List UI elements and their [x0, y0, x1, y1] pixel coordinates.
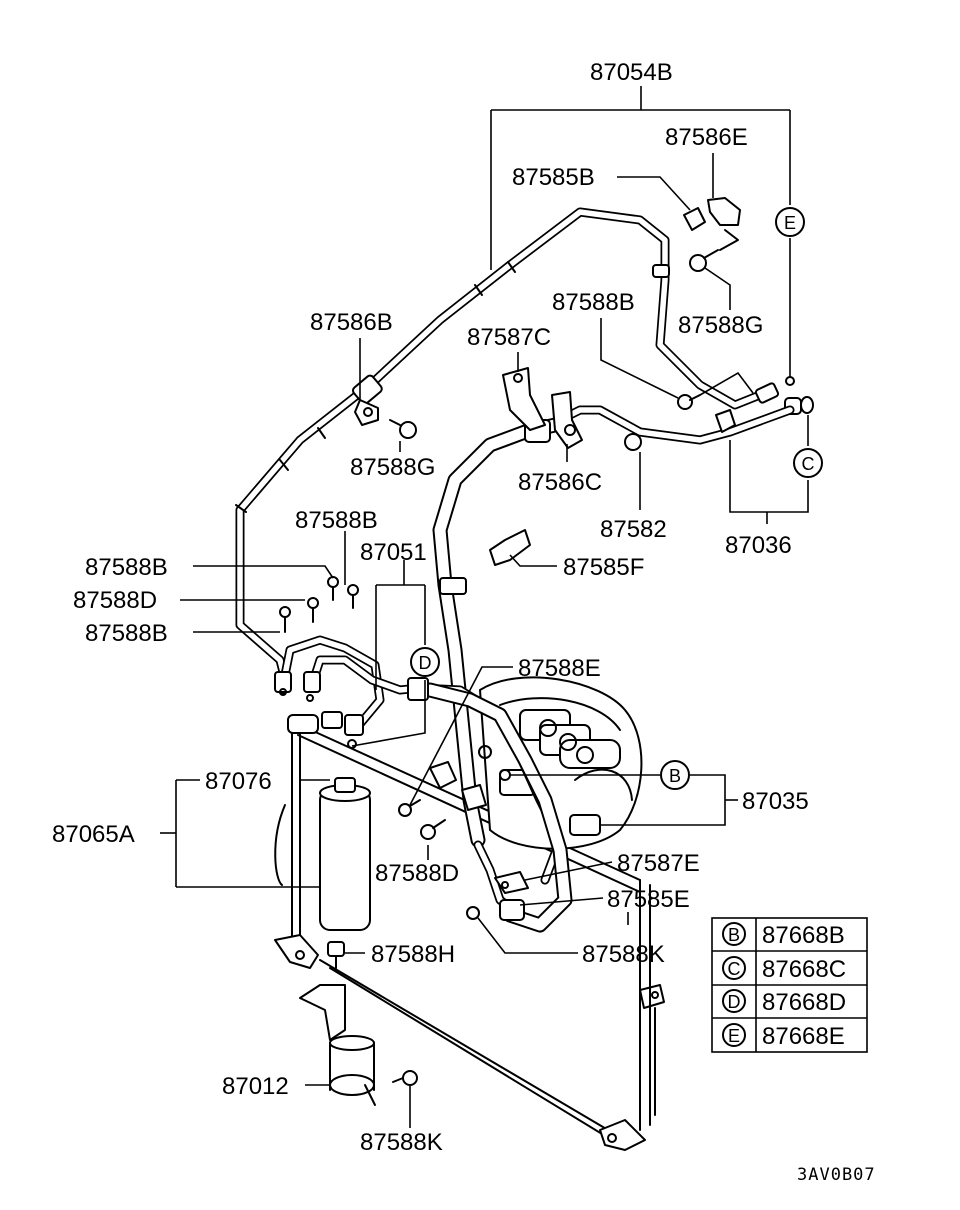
label-87587e: 87587E	[617, 850, 700, 877]
label-87054b: 87054B	[590, 59, 673, 86]
svg-text:B: B	[669, 766, 681, 786]
label-87588d-mid: 87588D	[375, 860, 459, 887]
label-87588g-left: 87588G	[350, 454, 435, 481]
pipe-87051	[274, 635, 573, 933]
bolt-87588k-bottom	[392, 1070, 418, 1086]
label-87586e: 87586E	[665, 124, 748, 151]
label-87588h: 87588H	[371, 941, 455, 968]
bracket-87587c	[502, 367, 546, 431]
bolt-87588k-right	[466, 906, 480, 920]
label-87586b: 87586B	[310, 309, 393, 336]
pipe-87054b	[235, 207, 770, 685]
bolt-87588g-top	[689, 249, 719, 272]
label-87588b-left2: 87588B	[85, 620, 168, 647]
label-87585e: 87585E	[607, 886, 690, 913]
part-labels: 87054B 87586E 87585B 87588G 87588B 87586…	[52, 59, 809, 1156]
callout-e: E	[775, 207, 805, 237]
label-87012: 87012	[222, 1073, 289, 1100]
legend-row: C 87668C	[722, 956, 846, 983]
label-87585f: 87585F	[563, 554, 644, 581]
condenser-bracket-right	[599, 984, 665, 1151]
drier-bracket	[299, 984, 376, 1106]
bolt-87588e	[398, 799, 421, 817]
clamp-87586b	[352, 374, 383, 426]
svg-text:E: E	[728, 1026, 740, 1046]
label-87588e: 87588E	[518, 655, 601, 682]
label-87588b-mid: 87588B	[295, 507, 378, 534]
label-87036: 87036	[725, 532, 792, 559]
condenser-bracket-left	[274, 934, 319, 969]
label-87585b: 87585B	[512, 164, 595, 191]
discharge-hose	[429, 745, 529, 921]
compressor	[479, 676, 643, 850]
svg-text:B: B	[728, 925, 740, 945]
nut-87582	[624, 433, 642, 451]
svg-text:D: D	[419, 653, 432, 673]
callout-b: B	[660, 760, 690, 790]
label-87051: 87051	[360, 539, 427, 566]
clamp-87586c	[551, 391, 583, 449]
pipe-87036	[555, 405, 795, 445]
bolt-87588g-left	[389, 419, 417, 439]
label-87587c: 87587C	[467, 324, 551, 351]
label-87582: 87582	[600, 516, 667, 543]
bolt-87588b-top	[677, 394, 701, 410]
svg-text:87668D: 87668D	[762, 989, 846, 1016]
svg-text:87668E: 87668E	[762, 1023, 845, 1050]
bolt-87588h	[327, 941, 345, 969]
clip-87585b	[683, 207, 706, 231]
svg-text:87668C: 87668C	[762, 956, 846, 983]
label-87065a: 87065A	[52, 821, 135, 848]
svg-text:E: E	[784, 213, 796, 233]
svg-text:C: C	[802, 454, 815, 474]
label-87035: 87035	[742, 788, 809, 815]
label-87588b-left1: 87588B	[85, 554, 168, 581]
callout-c: C	[793, 448, 823, 478]
receiver-drier	[319, 777, 371, 931]
cap-top	[652, 264, 670, 278]
leader-lines	[160, 86, 809, 1128]
diagram-code: 3AV0B07	[797, 1165, 876, 1185]
legend-row: B 87668B	[722, 922, 845, 949]
svg-text:D: D	[728, 992, 741, 1012]
callout-d: D	[410, 647, 440, 677]
svg-text:C: C	[728, 959, 741, 979]
bolts-87588b-cluster	[279, 576, 359, 633]
label-87588k-bottom: 87588K	[360, 1129, 443, 1156]
svg-text:87668B: 87668B	[762, 922, 845, 949]
bolt-87588d-mid	[420, 819, 446, 840]
label-87588g-top: 87588G	[678, 312, 763, 339]
legend-row: E 87668E	[722, 1023, 845, 1050]
legend-row: D 87668D	[722, 989, 846, 1016]
label-87586c: 87586C	[518, 469, 602, 496]
clip-87585f	[489, 529, 531, 566]
condenser	[274, 714, 651, 1149]
label-87076: 87076	[205, 768, 272, 795]
legend-table: B 87668B C 87668C D 87668D E 87668E	[711, 917, 868, 1053]
label-87588k-right: 87588K	[582, 941, 665, 968]
bracket-87586e	[707, 197, 741, 251]
label-87588b-top: 87588B	[552, 289, 635, 316]
label-87588d-left: 87588D	[73, 587, 157, 614]
